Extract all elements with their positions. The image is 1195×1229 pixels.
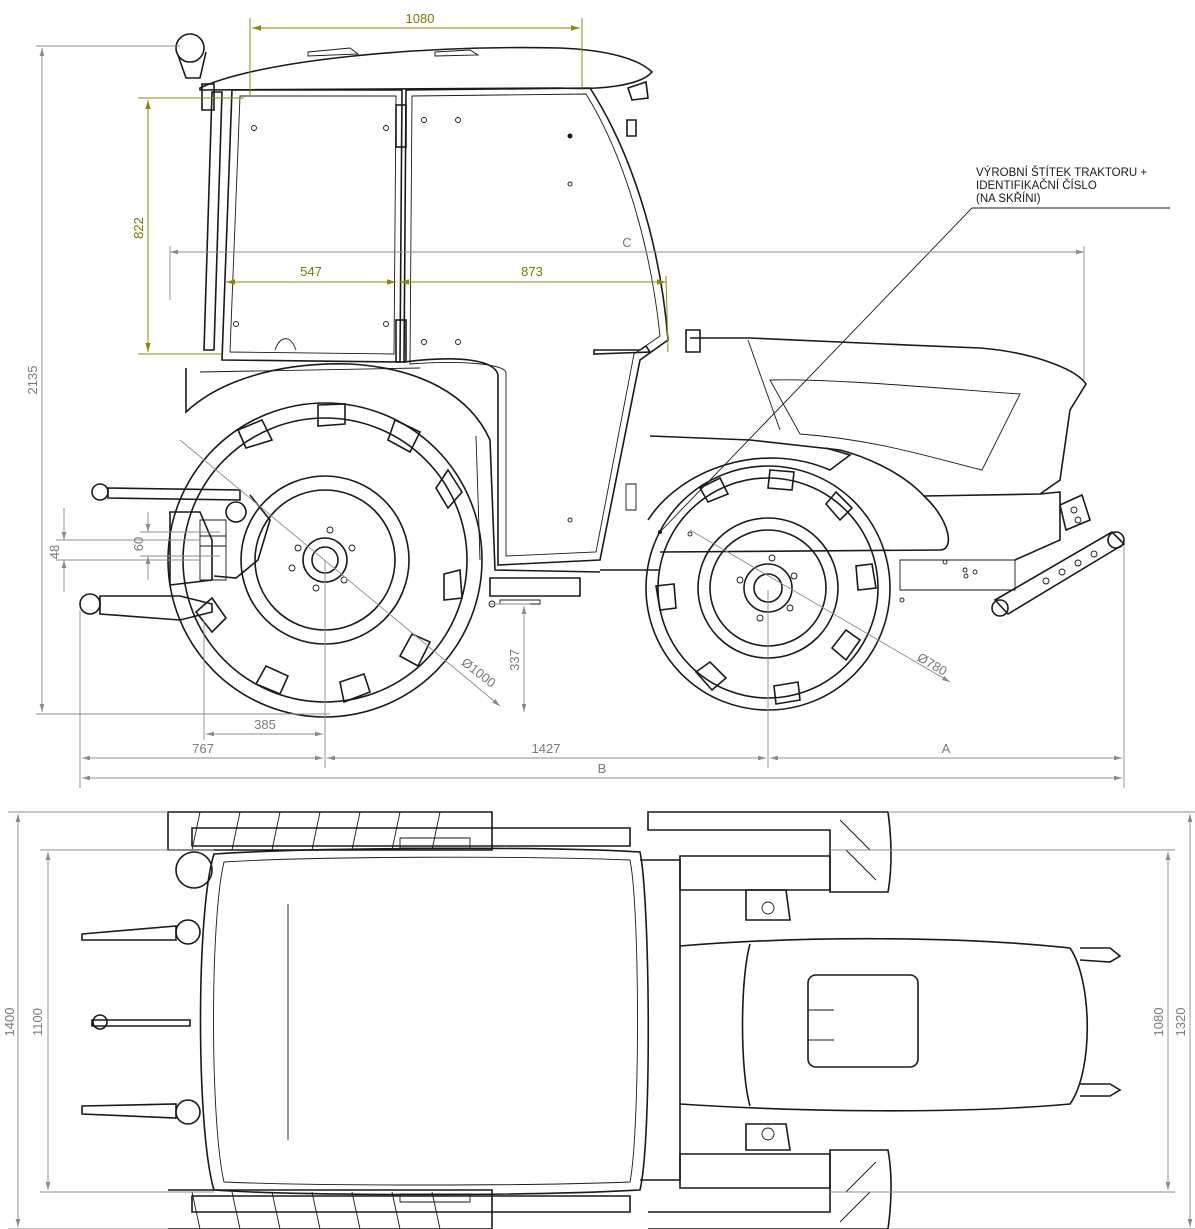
dim-width-1400: 1400 [2, 1008, 17, 1037]
engine-hood [649, 329, 1091, 591]
dim-rear-window: 547 [300, 264, 322, 279]
nameplate-note: VÝROBNÍ ŠTÍTEK TRAKTORU + IDENTIFIKAČNÍ … [658, 166, 1170, 534]
dim-label-b: B [598, 761, 607, 776]
side-view-dimensions: 1080 822 547 873 C 2135 [25, 11, 1125, 788]
engine-hood-top [679, 937, 1122, 1112]
cab-roof [199, 46, 654, 101]
dim-rear-overhang-767: 767 [192, 741, 214, 756]
front-axle-brackets [745, 889, 791, 1151]
front-linkage [991, 530, 1126, 617]
fender-top-left [191, 827, 631, 847]
nameplate-note-line-2: IDENTIFIKAČNÍ ČÍSLO [976, 179, 1097, 192]
front-tyre-top-right [648, 1149, 892, 1229]
rear-fender [185, 363, 601, 573]
dim-label-a: A [942, 741, 951, 756]
rear-tyre-top-left [167, 811, 493, 851]
dim-rear-overhang-385: 385 [254, 717, 276, 732]
front-tyre-top-left [647, 811, 892, 893]
dim-width-1080: 1080 [1151, 1008, 1166, 1037]
nameplate-note-line-3: (NA SKŘÍNI) [976, 192, 1041, 205]
beacon-light-top-icon [175, 851, 213, 889]
dim-wheelbase: 1427 [532, 741, 561, 756]
dim-ground-clearance: 337 [507, 649, 522, 671]
front-fender-left [679, 855, 831, 891]
dim-width-1320: 1320 [1173, 1008, 1188, 1037]
cab-roof-top [199, 837, 681, 1203]
underbody [488, 483, 905, 608]
dim-width-1100: 1100 [30, 1008, 45, 1036]
top-view: 1400 1100 1080 1320 [2, 811, 1195, 1229]
side-view: VÝROBNÍ ŠTÍTEK TRAKTORU + IDENTIFIKAČNÍ … [25, 11, 1170, 788]
rear-hitch [79, 483, 271, 621]
dim-rear-wheel-dia: Ø1000 [459, 655, 499, 691]
nameplate-note-line-1: VÝROBNÍ ŠTÍTEK TRAKTORU + [976, 166, 1147, 179]
dim-label-c: C [622, 235, 631, 250]
rear-hitch-top [81, 919, 201, 1125]
dim-front-wheel-dia: Ø780 [915, 650, 950, 679]
front-fender-right [679, 1153, 831, 1189]
top-view-dimensions: 1400 1100 1080 1320 [2, 811, 1195, 1229]
dim-cab-height: 822 [131, 217, 146, 239]
dim-cab-door: 873 [521, 264, 543, 279]
dim-cab-top-width: 1080 [406, 11, 435, 26]
dim-hitch-60: 60 [131, 537, 146, 551]
dim-overall-height: 2135 [25, 366, 40, 395]
fender-top-right [191, 1195, 631, 1213]
dim-hitch-48: 48 [47, 545, 62, 559]
rear-tyre-top-right [168, 1189, 493, 1229]
beacon-light-icon [175, 33, 215, 111]
